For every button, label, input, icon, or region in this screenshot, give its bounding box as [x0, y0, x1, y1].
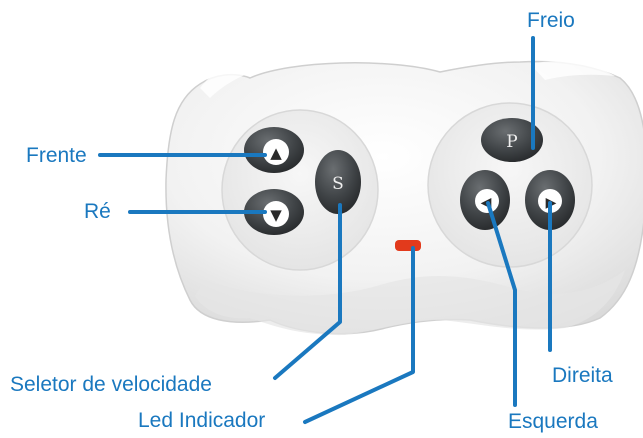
- led-indicator: [395, 240, 421, 251]
- forward-button[interactable]: ▲: [244, 127, 304, 173]
- left-leader-line: [486, 201, 517, 407]
- reverse-button[interactable]: ▼: [244, 189, 304, 235]
- led-indicator-label: Led Indicador: [138, 409, 266, 432]
- brake-label: Freio: [527, 9, 575, 32]
- speed-selector-label: Seletor de velocidade: [10, 373, 212, 396]
- forward-label: Frente: [26, 144, 87, 167]
- reverse-arrow-icon: ▼: [270, 206, 282, 224]
- brake-button[interactable]: P: [481, 118, 543, 162]
- right-label: Direita: [552, 364, 613, 387]
- speed-leader-line: [273, 203, 342, 380]
- speed-selector-button[interactable]: S: [315, 150, 361, 214]
- led-leader-line: [303, 246, 415, 424]
- reverse-label: Ré: [84, 200, 111, 223]
- left-button[interactable]: ◀: [460, 170, 510, 230]
- forward-arrow-icon: ▲: [270, 144, 282, 162]
- brake-letter: P: [506, 132, 517, 152]
- left-label: Esquerda: [508, 410, 598, 433]
- speed-selector-letter: S: [332, 174, 344, 194]
